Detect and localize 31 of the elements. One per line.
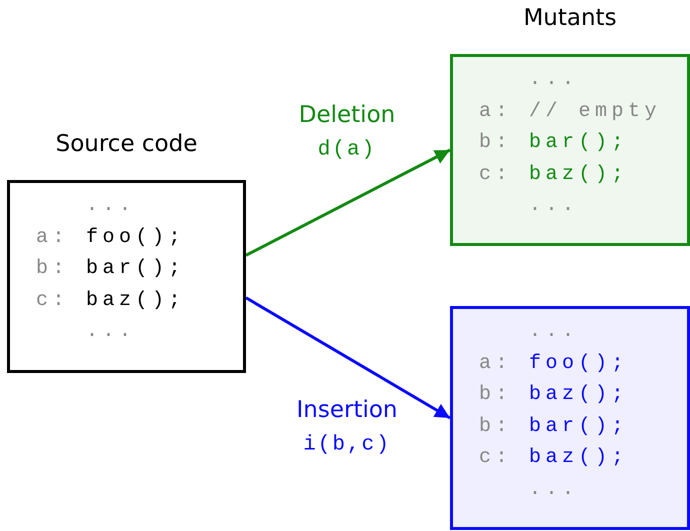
code-line: baz(); (529, 162, 628, 188)
code-box (450, 54, 690, 246)
ellipsis: ... (529, 67, 579, 93)
ellipsis: ... (86, 193, 136, 219)
line-label: b: (479, 414, 514, 440)
line-label: b: (479, 382, 514, 408)
line-label: b: (36, 256, 70, 282)
ellipsis: ... (529, 319, 579, 345)
code-line: baz(); (86, 288, 186, 314)
line-label: a: (36, 224, 70, 250)
line-label: c: (479, 162, 514, 188)
code-line: bar(); (529, 130, 628, 156)
ellipsis: ... (529, 476, 579, 502)
code-line: baz(); (529, 382, 628, 408)
code-line: foo(); (86, 224, 186, 250)
arrow (245, 296, 451, 420)
line-label: c: (479, 445, 514, 471)
line-label: b: (479, 130, 514, 156)
box-heading: Source code (54, 131, 198, 157)
code-line: // empty (529, 98, 662, 124)
line-label: c: (36, 288, 70, 314)
code-line: foo(); (529, 350, 628, 376)
line-label: a: (479, 350, 514, 376)
code-line: bar(); (529, 414, 628, 440)
ellipsis: ... (529, 193, 579, 219)
line-label: a: (479, 98, 514, 124)
code-line: bar(); (86, 256, 186, 282)
ellipsis: ... (86, 319, 136, 345)
code-line: baz(); (529, 445, 628, 471)
code-box (450, 306, 690, 530)
arrow (245, 148, 451, 257)
